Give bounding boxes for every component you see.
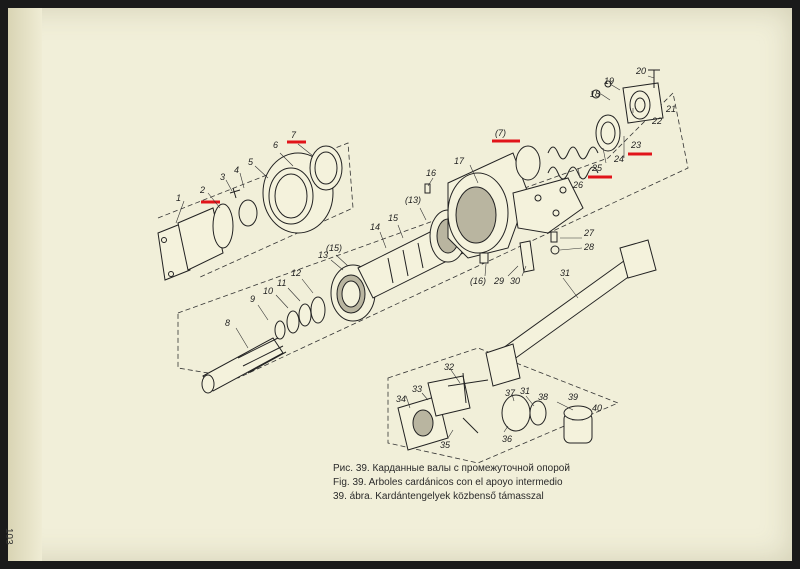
- part-label-3: 3: [220, 172, 225, 182]
- assembly-outline-left: [157, 142, 354, 279]
- caption-spanish: Fig. 39. Arboles cardánicos con el apoyo…: [333, 477, 563, 488]
- part-label-30: 30: [510, 276, 520, 286]
- end-flange-part: [622, 82, 664, 124]
- part-label-40: 40: [592, 403, 602, 413]
- bolt-part-16: [424, 183, 431, 194]
- part-label-26: 26: [572, 180, 583, 190]
- snap-ring-part: [238, 199, 258, 227]
- part-label-2: 2: [199, 185, 205, 195]
- part-label-9: 9: [250, 294, 255, 304]
- part-label-1: 1: [176, 193, 181, 203]
- book-spine-shadow: [8, 8, 42, 561]
- part-label-20: 20: [635, 66, 646, 76]
- part-label-38: 38: [538, 392, 548, 402]
- caption-russian: Рис. 39. Карданные валы с промежуточной …: [333, 463, 570, 474]
- page-number: 103: [3, 528, 14, 545]
- part-label-27: 27: [583, 228, 595, 238]
- part-label-12: 12: [291, 268, 301, 278]
- part-label-13: 13: [318, 250, 328, 260]
- part-label-16b: (16): [470, 276, 486, 286]
- part-label-7: 7: [291, 130, 297, 140]
- spring-part: [547, 146, 599, 180]
- part-label-8: 8: [225, 318, 230, 328]
- splined-shaft-part: [201, 337, 287, 394]
- bolt-part-29: [519, 240, 535, 273]
- exploded-parts-drawing: 1 2 3 4 5 6 7 8 9 10 11 12 13 14 15 (15)…: [157, 66, 689, 464]
- seal-ring-part-24: [595, 114, 621, 152]
- washer-part-9: [274, 320, 286, 340]
- part-label-16: 16: [426, 168, 436, 178]
- part-label-13b: (13): [405, 195, 421, 205]
- propeller-shaft-part: [485, 239, 657, 387]
- pin-part-27: [550, 231, 558, 243]
- part-label-21: 21: [665, 104, 676, 114]
- assembly-outline-center: [177, 92, 689, 379]
- part-label-37: 37: [505, 388, 516, 398]
- part-label-6: 6: [273, 140, 278, 150]
- part-label-23: 23: [630, 140, 641, 150]
- bracket-housing-part: [447, 152, 584, 259]
- part-label-18: 18: [590, 89, 600, 99]
- part-label-25: 25: [591, 163, 603, 173]
- part-label-17: 17: [454, 156, 465, 166]
- washer-part-28: [550, 245, 560, 255]
- part-label-15b: (15): [326, 243, 342, 253]
- part-label-34: 34: [396, 394, 406, 404]
- part-label-24: 24: [613, 154, 624, 164]
- part-label-10: 10: [263, 286, 273, 296]
- part-label-35: 35: [440, 440, 451, 450]
- part-label-7b: (7): [495, 128, 506, 138]
- part-label-31: 31: [560, 268, 570, 278]
- part-label-29: 29: [493, 276, 504, 286]
- washer-part-12: [310, 296, 326, 324]
- washer-part-11: [298, 303, 312, 327]
- part-label-4: 4: [234, 165, 239, 175]
- assembly-outline-bottom: [387, 347, 620, 464]
- washer-part-10: [286, 310, 300, 334]
- nut-part-19: [604, 80, 612, 88]
- seal-ring-part-7b: [515, 145, 541, 181]
- bushing-part-16b: [479, 252, 489, 264]
- part-label-5: 5: [248, 157, 254, 167]
- part-label-19: 19: [604, 76, 614, 86]
- nut-part-18: [591, 89, 601, 99]
- bolt-part-20: [648, 69, 660, 88]
- part-label-22: 22: [651, 116, 662, 126]
- caption-hungarian: 39. ábra. Kardántengelyek közbenső támas…: [333, 491, 544, 502]
- part-label-15: 15: [388, 213, 399, 223]
- grease-nipple-part: [229, 187, 241, 199]
- part-label-14: 14: [370, 222, 380, 232]
- part-label-28: 28: [583, 242, 594, 252]
- universal-joint-group: [397, 372, 593, 451]
- part-label-39: 39: [568, 392, 578, 402]
- part-label-11: 11: [277, 278, 286, 288]
- book-page: 1 2 3 4 5 6 7 8 9 10 11 12 13 14 15 (15)…: [3, 8, 792, 561]
- part-label-33: 33: [412, 384, 422, 394]
- part-label-36: 36: [502, 434, 512, 444]
- flange-yoke-part: [157, 203, 234, 281]
- part-label-31b: 31: [520, 386, 530, 396]
- part-label-32: 32: [444, 362, 454, 372]
